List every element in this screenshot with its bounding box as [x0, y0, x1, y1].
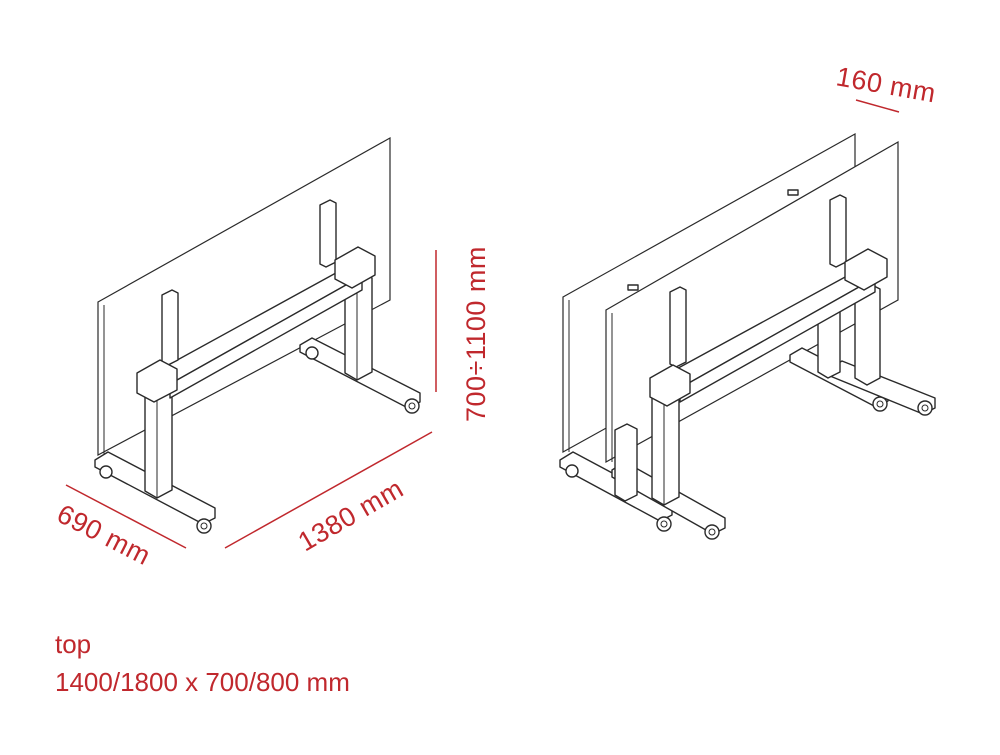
nested-offset-dimension-label: 160 mm — [834, 61, 938, 108]
top-size-notes: top 1400/1800 x 700/800 mm — [55, 625, 350, 701]
dimension-width: 1380 mm — [224, 431, 433, 557]
single-table-illustration — [94, 136, 421, 534]
nested-tables-illustration — [559, 132, 936, 540]
nested-upright-brackets — [669, 194, 847, 368]
top-label: top — [55, 629, 92, 659]
depth-dimension-label: 690 mm — [52, 499, 155, 571]
leg-heads — [136, 246, 376, 403]
upright-brackets — [161, 199, 337, 366]
dimension-nested-offset: 160 mm — [834, 61, 938, 113]
height-dimension-label: 700÷1100 mm — [461, 246, 491, 422]
width-dimension-label: 1380 mm — [293, 473, 409, 557]
nested-front-legs — [614, 388, 680, 506]
nested-leg-heads — [649, 248, 888, 407]
front-leg-column — [144, 383, 173, 499]
dimension-height: 700÷1100 mm — [435, 246, 491, 422]
top-sizes: 1400/1800 x 700/800 mm — [55, 667, 350, 697]
